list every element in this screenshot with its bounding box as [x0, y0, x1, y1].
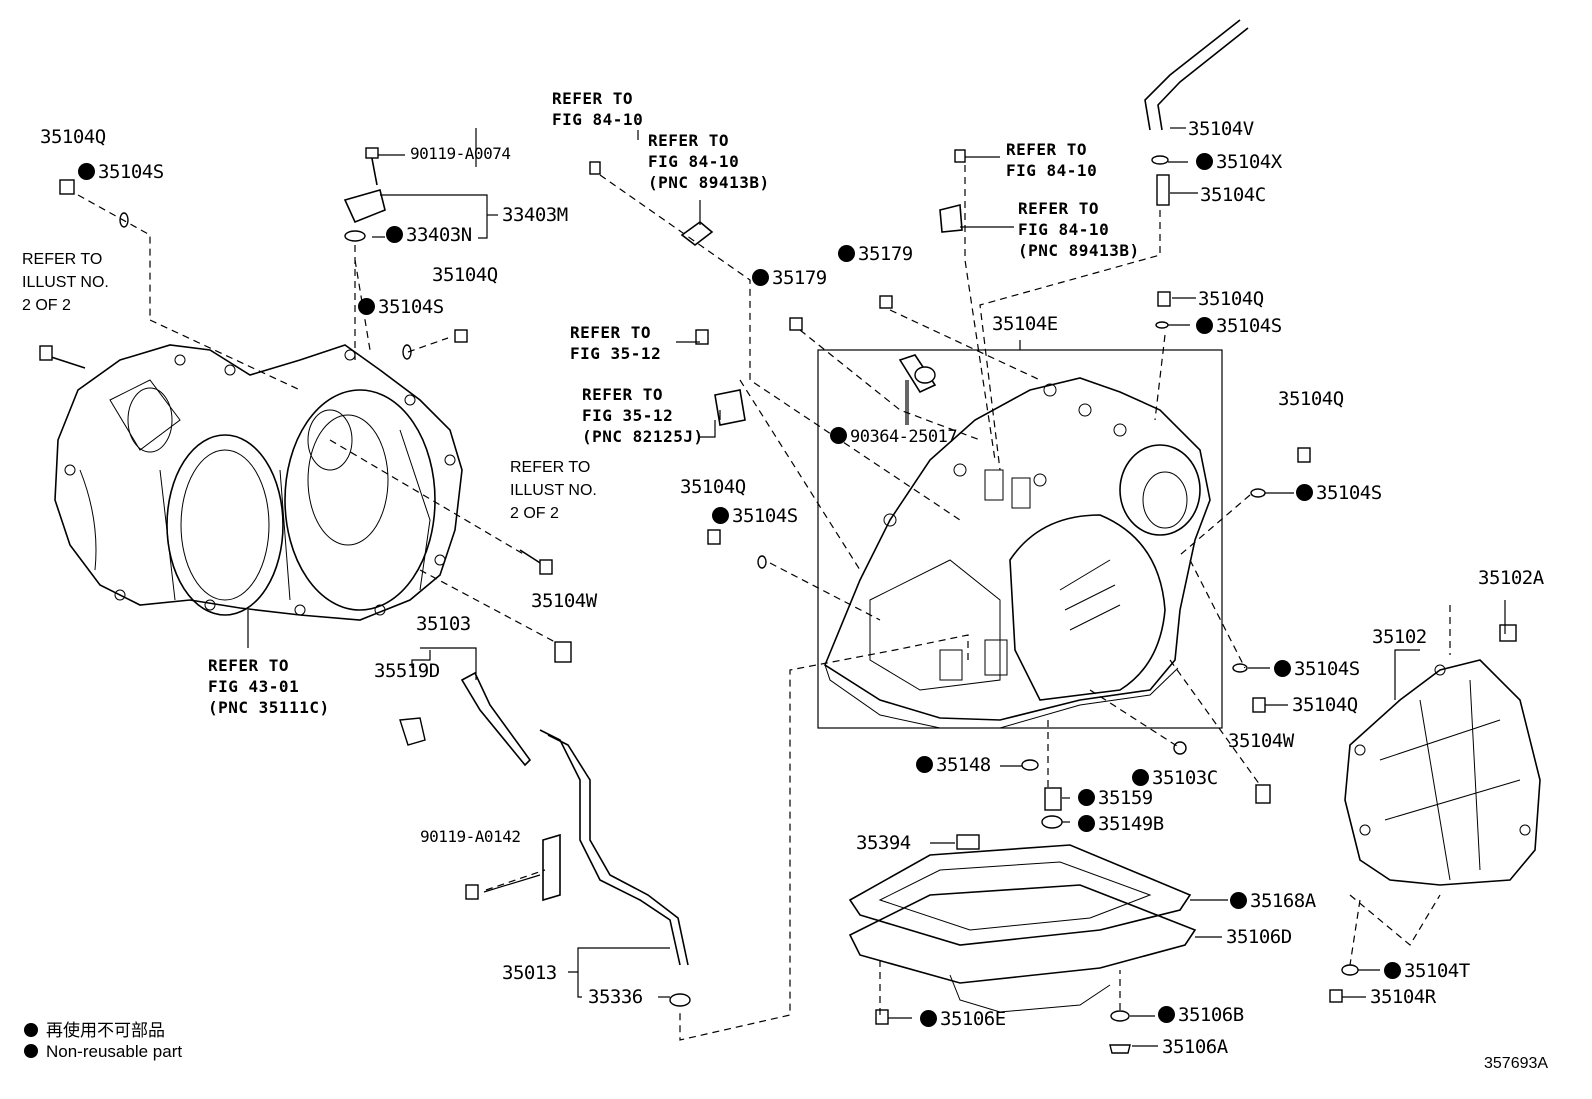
label-35149B: 35149B — [1078, 815, 1164, 834]
label-35104E: 35104E — [992, 313, 1058, 335]
label-35103: 35103 — [416, 613, 471, 635]
label-35104Q: 35104Q — [1278, 388, 1344, 410]
label-35106D: 35106D — [1226, 926, 1292, 948]
refer-note-illust-2-of-2: REFER TO ILLUST NO. 2 OF 2 — [22, 251, 109, 314]
non-reusable-dot-icon — [1158, 1006, 1175, 1023]
label-35106B: 35106B — [1158, 1006, 1244, 1025]
label-35104S: 35104S — [712, 507, 798, 526]
refer-note-fig-84-10: REFER TO FIG 84-10 — [1006, 140, 1098, 180]
non-reusable-dot-icon — [752, 269, 769, 286]
refer-note-fig-35-12: REFER TO FIG 35-12 — [570, 323, 662, 363]
label-35148: 35148 — [916, 756, 991, 775]
label-33403M: 33403M — [502, 204, 568, 226]
dashed-assembly-lines — [77, 165, 1451, 1041]
refer-note-fig-84-10-pnc: REFER TO FIG 84-10 (PNC 89413B) — [1018, 199, 1140, 260]
extension-housing — [1344, 659, 1541, 886]
label-35394: 35394 — [856, 832, 911, 854]
non-reusable-dot-icon — [386, 226, 403, 243]
legend-non-reusable-jp: 再使用不可部品 — [24, 1016, 165, 1041]
label-35102: 35102 — [1372, 626, 1427, 648]
label-35104W: 35104W — [1228, 730, 1294, 752]
label-35336: 35336 — [588, 986, 643, 1008]
label-35104T: 35104T — [1384, 962, 1470, 981]
non-reusable-dot-icon — [1196, 317, 1213, 334]
refer-note-fig-43-01-pnc: REFER TO FIG 43-01 (PNC 35111C) — [208, 656, 330, 717]
clip-35519D — [399, 717, 426, 746]
label-35104Q: 35104Q — [432, 264, 498, 286]
label-35104Q: 35104Q — [680, 476, 746, 498]
legend-non-reusable-en: Non-reusable part — [24, 1042, 182, 1062]
non-reusable-dot-icon — [24, 1044, 38, 1058]
label-35179: 35179 — [752, 269, 827, 288]
non-reusable-dot-icon — [838, 245, 855, 262]
non-reusable-dot-icon — [1274, 660, 1291, 677]
non-reusable-dot-icon — [24, 1023, 38, 1037]
label-90119-A0074: 90119-A0074 — [410, 144, 511, 163]
label-35104C: 35104C — [1200, 184, 1266, 206]
label-35106E: 35106E — [920, 1010, 1006, 1029]
non-reusable-dot-icon — [916, 756, 933, 773]
label-35179: 35179 — [838, 245, 913, 264]
non-reusable-dot-icon — [920, 1010, 937, 1027]
refer-note-fig-84-10: REFER TO FIG 84-10 — [552, 89, 644, 129]
label-35103C: 35103C — [1132, 769, 1218, 788]
label-35104S: 35104S — [1274, 660, 1360, 679]
label-35168A: 35168A — [1230, 892, 1316, 911]
label-35104V: 35104V — [1188, 118, 1254, 140]
label-35104S: 35104S — [1296, 484, 1382, 503]
dipstick-tube — [539, 729, 691, 1007]
bushing-90364 — [898, 354, 937, 425]
non-reusable-dot-icon — [1384, 962, 1401, 979]
leader-lines — [247, 127, 1506, 1047]
label-35102A: 35102A — [1478, 567, 1544, 589]
non-reusable-dot-icon — [1296, 484, 1313, 501]
label-35106A: 35106A — [1162, 1036, 1228, 1058]
label-35104W: 35104W — [531, 590, 597, 612]
label-33403N: 33403N — [386, 226, 472, 245]
label-35104Q: 35104Q — [40, 126, 106, 148]
refer-note-illust-2-of-2: REFER TO ILLUST NO. 2 OF 2 — [510, 459, 597, 522]
non-reusable-dot-icon — [1132, 769, 1149, 786]
converter-housing — [54, 344, 463, 621]
dipstick — [460, 671, 532, 767]
label-35159: 35159 — [1078, 789, 1153, 808]
label-35104Q: 35104Q — [1292, 694, 1358, 716]
label-35104Q: 35104Q — [1198, 288, 1264, 310]
label-35104S: 35104S — [78, 163, 164, 182]
label-35104R: 35104R — [1370, 986, 1436, 1008]
label-35104X: 35104X — [1196, 153, 1282, 172]
label-90119-A0142: 90119-A0142 — [420, 827, 521, 846]
non-reusable-dot-icon — [1230, 892, 1247, 909]
refer-note-fig-35-12-pnc: REFER TO FIG 35-12 (PNC 82125J) — [582, 385, 704, 446]
breather-hose — [1144, 19, 1249, 206]
non-reusable-dot-icon — [830, 427, 847, 444]
oil-pan — [848, 844, 1197, 1013]
label-35519D: 35519D — [374, 660, 440, 682]
non-reusable-dot-icon — [1196, 153, 1213, 170]
figure-code: 357693A — [1484, 1055, 1549, 1072]
non-reusable-dot-icon — [78, 163, 95, 180]
refer-note-fig-84-10-pnc: REFER TO FIG 84-10 (PNC 89413B) — [648, 131, 770, 192]
label-35104S: 35104S — [358, 298, 444, 317]
transaxle-case-frame — [817, 349, 1223, 729]
non-reusable-dot-icon — [1078, 815, 1095, 832]
non-reusable-dot-icon — [358, 298, 375, 315]
label-35104S: 35104S — [1196, 317, 1282, 336]
non-reusable-dot-icon — [712, 507, 729, 524]
transaxle-case — [824, 377, 1211, 729]
label-35013: 35013 — [502, 962, 557, 984]
magnet-35394 — [956, 834, 980, 850]
non-reusable-dot-icon — [1078, 789, 1095, 806]
label-90364-25017: 90364-25017 — [830, 427, 958, 446]
bolts — [39, 147, 1517, 1054]
